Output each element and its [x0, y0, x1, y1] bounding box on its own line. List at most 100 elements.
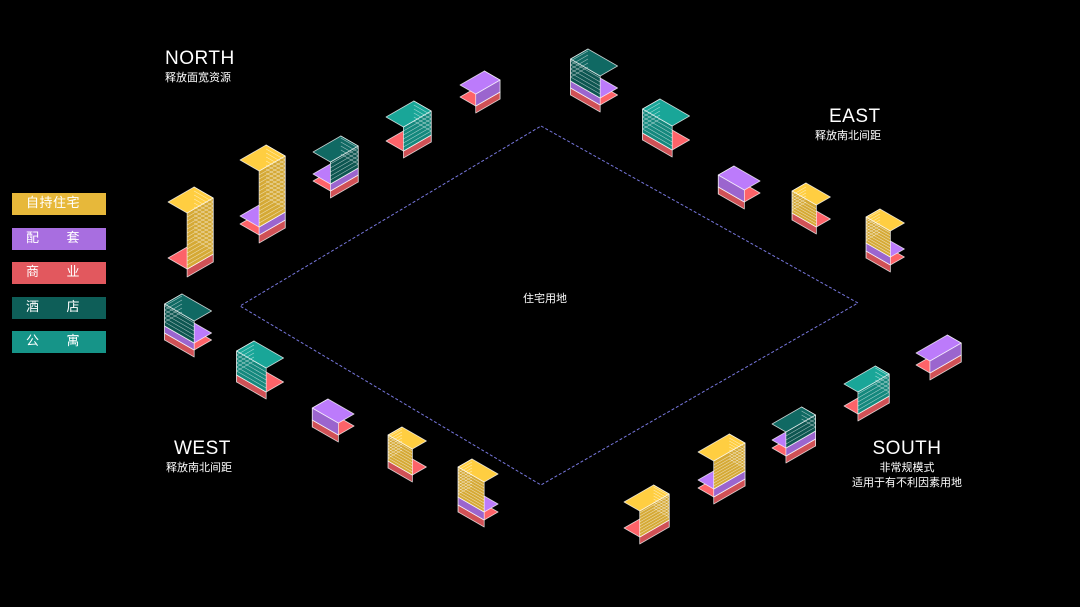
floor-line: [642, 118, 661, 130]
floor-line: [164, 317, 195, 336]
north-building-2: [239, 144, 286, 244]
floor-line: [186, 201, 214, 218]
building-volume: [865, 208, 905, 258]
floor-line: [857, 391, 890, 411]
floor-line: [186, 217, 214, 234]
floor-line: [164, 313, 195, 332]
floor-line: [639, 495, 670, 514]
floor-line: [791, 200, 817, 216]
floor-line: [791, 203, 817, 219]
floor-line: [193, 190, 214, 203]
floor-line: [865, 227, 891, 243]
legend-item-apartment: 公 寓: [12, 331, 106, 353]
floor-line: [865, 233, 891, 249]
building-volume: [311, 398, 355, 436]
floor-line: [570, 60, 601, 79]
floor-line: [865, 221, 891, 237]
floor-line: [340, 145, 359, 157]
west-title: WEST: [174, 438, 231, 459]
north-building-5: [459, 70, 501, 114]
floor-line: [340, 153, 359, 165]
floor-line: [164, 299, 183, 311]
floor-line: [713, 446, 746, 466]
south-building-4: [843, 365, 890, 422]
floor-line: [236, 360, 255, 372]
north-building-3: [312, 135, 359, 199]
building-volume: [843, 365, 890, 415]
floor-line: [639, 507, 670, 526]
floor-line: [570, 62, 589, 74]
floor-line: [236, 348, 255, 360]
floor-line: [387, 445, 413, 461]
floor-line: [164, 303, 183, 315]
floor-line: [403, 126, 432, 144]
floor-line: [186, 213, 214, 230]
floor-line: [801, 414, 816, 424]
building-volume: [623, 484, 670, 538]
building-volume: [459, 70, 501, 107]
floor-line: [258, 171, 286, 188]
floor-line: [875, 371, 890, 381]
floor-line: [642, 106, 661, 118]
floor-line: [457, 461, 473, 471]
floor-line: [186, 249, 214, 266]
floor-line: [791, 209, 817, 225]
floor-line: [642, 128, 673, 147]
floor-line: [258, 175, 286, 192]
floor-line: [413, 104, 432, 116]
floor-line: [258, 191, 286, 208]
floor-line: [330, 163, 359, 181]
floor-line: [186, 225, 214, 242]
east-subtitle: 释放南北间距: [815, 129, 881, 142]
building-volume: [236, 340, 285, 393]
south-building-1: [623, 484, 670, 545]
building-volume: [771, 406, 816, 449]
floor-line: [713, 449, 746, 469]
floor-line: [713, 455, 746, 475]
floor-line: [865, 224, 891, 240]
south-building-3: [771, 406, 816, 464]
legend: 自持住宅 配 套 商 业 酒 店 公 寓: [12, 193, 106, 366]
floor-line: [164, 311, 183, 323]
floor-line: [186, 233, 214, 250]
floor-line: [639, 504, 670, 523]
east-building-2: [642, 98, 690, 158]
south-title: SOUTH: [872, 438, 942, 459]
west-building-1: [164, 293, 213, 358]
west-subtitle: 释放南北间距: [166, 461, 232, 474]
floor-line: [236, 352, 255, 364]
floor-line: [791, 194, 817, 210]
floor-line: [713, 452, 746, 472]
floor-line: [570, 76, 601, 95]
building-volume: [915, 334, 962, 374]
floor-line: [258, 207, 286, 224]
floor-line: [875, 367, 890, 377]
site-boundary: [239, 125, 860, 486]
floor-line: [729, 437, 746, 448]
floor-line: [164, 321, 195, 340]
building-volume: [642, 98, 690, 151]
west-building-2: [236, 340, 285, 400]
floor-line: [570, 66, 589, 78]
east-building-1: [570, 48, 618, 113]
floor-line: [865, 218, 891, 234]
floor-line: [713, 464, 746, 484]
floor-line: [387, 457, 413, 473]
floor-line: [258, 183, 286, 200]
floor-line: [801, 410, 816, 420]
floor-line: [330, 147, 359, 165]
floor-line: [236, 356, 255, 368]
floor-line: [413, 116, 432, 128]
floor-line: [330, 151, 359, 169]
building-volume: [387, 426, 427, 476]
floor-line: [265, 148, 286, 161]
floor-line: [785, 418, 816, 437]
legend-item-residential: 自持住宅: [12, 193, 106, 215]
floor-line: [258, 195, 286, 212]
floor-line: [570, 64, 601, 83]
building-volume: [457, 458, 499, 513]
floor-line: [403, 130, 432, 148]
floor-line: [258, 167, 286, 184]
floor-line: [258, 203, 286, 220]
floor-line: [236, 344, 255, 356]
